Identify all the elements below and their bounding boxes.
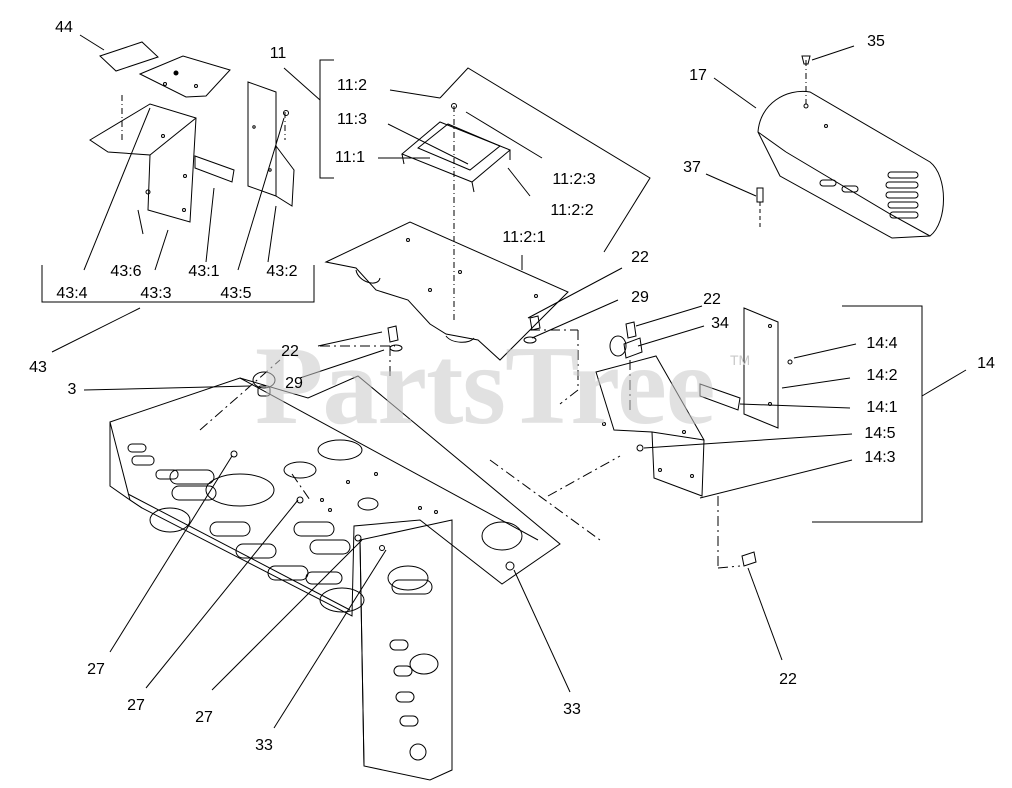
- callout-22-mid: 22: [631, 249, 649, 266]
- part-3-knob: [253, 372, 275, 396]
- callout-37: 37: [683, 159, 701, 176]
- callout-3: 3: [67, 381, 77, 398]
- part-14-2-plate: [744, 308, 778, 428]
- leader-lines: [52, 35, 966, 728]
- callout-11-2-3: 11:2:3: [552, 171, 596, 188]
- callout-27-b: 27: [127, 697, 145, 714]
- part-43-2-bracket: [276, 146, 294, 206]
- callout-14-3: 14:3: [864, 449, 896, 466]
- watermark-trademark: TM: [730, 352, 751, 368]
- part-17-guard: [758, 91, 944, 238]
- callout-11-2-2: 11:2:2: [550, 202, 594, 219]
- callout-14: 14: [977, 355, 995, 372]
- callout-43-4: 43:4: [56, 285, 88, 302]
- callout-33-b: 33: [563, 701, 581, 718]
- callout-43-3: 43:3: [140, 285, 172, 302]
- callout-14-2: 14:2: [866, 367, 898, 384]
- group-11-bracket: [320, 60, 334, 178]
- callout-11-2-1: 11:2:1: [502, 229, 546, 246]
- callout-22-left: 22: [281, 343, 299, 360]
- callout-11-2: 11:2: [337, 77, 367, 94]
- part-43-bracket-top: [140, 56, 230, 97]
- callout-14-4: 14:4: [866, 335, 898, 352]
- group-43-bracket: [42, 265, 314, 302]
- part-11-1-tray: [402, 122, 510, 192]
- part-37-pin: [757, 188, 763, 202]
- callout-11-1: 11:1: [335, 149, 365, 166]
- callout-43-6: 43:6: [110, 263, 142, 280]
- part-43-1-spacer: [195, 156, 234, 182]
- callout-22-right: 22: [703, 291, 721, 308]
- part-43-3-side-panel: [90, 104, 196, 222]
- group-14-bracket: [812, 306, 922, 522]
- assembly-lines: [200, 330, 740, 568]
- callout-29-left: 29: [285, 375, 303, 392]
- callout-14-1: 14:1: [866, 399, 898, 416]
- callout-22-bottom: 22: [779, 671, 797, 688]
- callout-35: 35: [867, 33, 885, 50]
- callout-43-1: 43:1: [188, 263, 220, 280]
- part-14-3-bracket: [596, 356, 704, 496]
- callout-14-5: 14:5: [864, 425, 896, 442]
- part-14-1-spacer: [700, 384, 740, 410]
- part-34-clamp: [610, 336, 642, 358]
- deck-plate: [326, 222, 568, 360]
- callout-34: 34: [711, 315, 729, 332]
- callout-43: 43: [29, 359, 47, 376]
- callout-27-c: 27: [195, 709, 213, 726]
- callout-17: 17: [689, 67, 707, 84]
- main-frame: [110, 376, 560, 780]
- part-43-5-plate: [248, 82, 276, 196]
- callout-11: 11: [269, 45, 287, 62]
- callout-33-a: 33: [255, 737, 273, 754]
- callout-11-3: 11:3: [337, 111, 367, 128]
- callout-44: 44: [55, 19, 73, 36]
- partstree-watermark: PartsTree: [255, 324, 716, 448]
- hardware-bolts: [388, 316, 756, 566]
- callout-29-mid: 29: [631, 289, 649, 306]
- callout-43-5: 43:5: [220, 285, 252, 302]
- callout-43-2: 43:2: [266, 263, 298, 280]
- callout-27-a: 27: [87, 661, 105, 678]
- part-44-plate: [100, 42, 158, 71]
